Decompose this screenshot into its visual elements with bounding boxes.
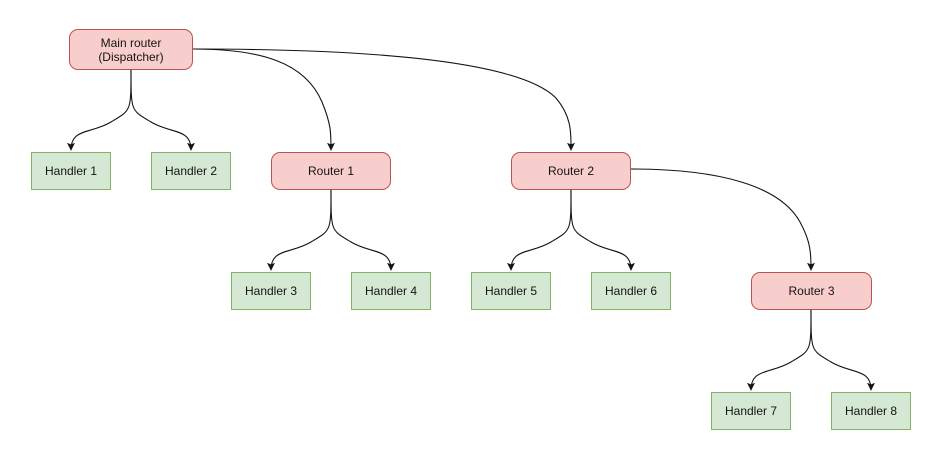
node-handler7[interactable]: Handler 7 bbox=[711, 392, 791, 430]
node-label-handler7: Handler 7 bbox=[724, 404, 778, 418]
node-label-handler5: Handler 5 bbox=[484, 284, 538, 298]
edge-router1-to-handler3 bbox=[267, 189, 332, 271]
node-label-handler2: Handler 2 bbox=[164, 164, 218, 178]
node-label-handler3: Handler 3 bbox=[244, 284, 298, 298]
node-handler4[interactable]: Handler 4 bbox=[351, 272, 431, 310]
node-router3[interactable]: Router 3 bbox=[751, 272, 872, 310]
edge-paths bbox=[67, 48, 875, 391]
node-handler3[interactable]: Handler 3 bbox=[231, 272, 311, 310]
node-handler6[interactable]: Handler 6 bbox=[591, 272, 671, 310]
node-router2[interactable]: Router 2 bbox=[511, 152, 631, 190]
node-handler5[interactable]: Handler 5 bbox=[471, 272, 551, 310]
edge-main_router-to-router2 bbox=[192, 48, 575, 151]
edge-main_router-to-handler1 bbox=[67, 69, 132, 151]
node-label-handler1: Handler 1 bbox=[44, 164, 98, 178]
node-handler8[interactable]: Handler 8 bbox=[831, 392, 911, 430]
node-router1[interactable]: Router 1 bbox=[271, 152, 391, 190]
edge-router1-to-handler4 bbox=[330, 189, 395, 271]
edge-main_router-to-handler2 bbox=[130, 69, 195, 151]
node-label-handler4: Handler 4 bbox=[364, 284, 418, 298]
node-handler1[interactable]: Handler 1 bbox=[31, 152, 111, 190]
node-label-router2: Router 2 bbox=[547, 164, 595, 178]
node-label-handler6: Handler 6 bbox=[604, 284, 658, 298]
edge-router2-to-handler5 bbox=[507, 189, 572, 271]
node-handler2[interactable]: Handler 2 bbox=[151, 152, 231, 190]
edge-router2-to-handler6 bbox=[570, 189, 635, 271]
edge-router3-to-handler8 bbox=[810, 309, 875, 391]
edge-router2-to-router3 bbox=[630, 168, 815, 271]
node-label-router1: Router 1 bbox=[307, 164, 355, 178]
edge-router3-to-handler7 bbox=[747, 309, 812, 391]
node-label-router3: Router 3 bbox=[788, 284, 835, 298]
node-label-handler8: Handler 8 bbox=[844, 404, 898, 418]
node-label-main_router: Main router (Dispatcher) bbox=[98, 35, 164, 64]
edge-main_router-to-router1 bbox=[192, 48, 335, 151]
node-main_router[interactable]: Main router (Dispatcher) bbox=[69, 29, 193, 70]
